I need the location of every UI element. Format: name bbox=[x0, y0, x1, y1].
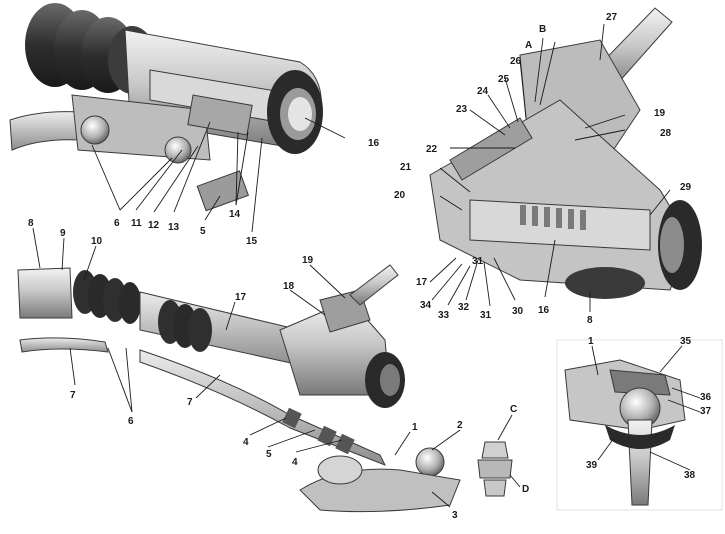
rack-teeth bbox=[520, 205, 586, 230]
label-2: 2 bbox=[457, 420, 463, 431]
label-27: 27 bbox=[606, 12, 618, 23]
label-10: 10 bbox=[91, 236, 103, 247]
boot-ring bbox=[565, 267, 645, 299]
label-25: 25 bbox=[498, 74, 510, 85]
label-23: 23 bbox=[456, 104, 468, 115]
label-5b: 5 bbox=[266, 449, 272, 460]
main-assembly-view bbox=[17, 264, 513, 513]
label-36: 36 bbox=[700, 392, 712, 403]
label-17b: 17 bbox=[416, 277, 428, 288]
bracket-bolts bbox=[80, 115, 192, 164]
label-6a: 6 bbox=[114, 218, 120, 229]
ball-pin-stem bbox=[627, 419, 653, 506]
label-35: 35 bbox=[680, 336, 692, 347]
left-tie-rod bbox=[19, 337, 109, 353]
top-right-cutaway-view bbox=[429, 7, 702, 299]
label-14: 14 bbox=[229, 209, 241, 220]
left-boot bbox=[73, 270, 141, 324]
label-30: 30 bbox=[512, 306, 524, 317]
label-37: 37 bbox=[700, 406, 712, 417]
label-1b: 1 bbox=[588, 336, 594, 347]
label-4b: 4 bbox=[292, 457, 298, 468]
top-left-cutaway-view bbox=[9, 3, 323, 212]
input-shaft-stub bbox=[349, 264, 399, 306]
label-7a: 7 bbox=[70, 390, 76, 401]
callout-labels: 6 11 12 13 5 14 15 16 27 B A 26 25 24 23… bbox=[28, 12, 712, 521]
label-31a: 31 bbox=[472, 256, 484, 267]
label-19b: 19 bbox=[654, 108, 666, 119]
label-c: C bbox=[510, 404, 517, 415]
sleeve bbox=[187, 94, 253, 136]
label-13: 13 bbox=[168, 222, 180, 233]
label-11: 11 bbox=[131, 218, 142, 229]
label-18: 18 bbox=[283, 281, 295, 292]
ball-joint-boot-detail bbox=[477, 441, 513, 497]
label-16a: 16 bbox=[368, 138, 380, 149]
label-34: 34 bbox=[420, 300, 432, 311]
label-b: B bbox=[539, 24, 546, 35]
gear-housing bbox=[429, 99, 691, 291]
joint-insert bbox=[609, 369, 671, 396]
label-39: 39 bbox=[586, 460, 598, 471]
label-8a: 8 bbox=[28, 218, 34, 229]
label-21: 21 bbox=[400, 162, 412, 173]
ball-joint-inset bbox=[556, 339, 723, 511]
label-7b: 7 bbox=[187, 397, 193, 408]
label-1a: 1 bbox=[412, 422, 418, 433]
tie-rod-end bbox=[415, 447, 445, 477]
label-d: D bbox=[522, 484, 529, 495]
middle-boot bbox=[158, 300, 212, 352]
label-28: 28 bbox=[660, 128, 672, 139]
tie-rod-pipe bbox=[9, 111, 81, 151]
label-20: 20 bbox=[394, 190, 406, 201]
label-33: 33 bbox=[438, 310, 450, 321]
label-a: A bbox=[525, 40, 532, 51]
joint-boot bbox=[605, 425, 675, 449]
label-4a: 4 bbox=[243, 437, 249, 448]
leader-lines bbox=[32, 23, 701, 508]
label-32: 32 bbox=[458, 302, 470, 313]
clamp-piece bbox=[196, 170, 250, 212]
label-8b: 8 bbox=[587, 315, 593, 326]
label-29: 29 bbox=[680, 182, 692, 193]
adjuster-collars bbox=[282, 407, 355, 455]
label-26: 26 bbox=[510, 56, 522, 67]
label-9: 9 bbox=[60, 228, 66, 239]
label-31b: 31 bbox=[480, 310, 492, 321]
label-6b: 6 bbox=[128, 416, 134, 427]
label-5a: 5 bbox=[200, 226, 206, 237]
label-3: 3 bbox=[452, 510, 458, 521]
label-22: 22 bbox=[426, 144, 438, 155]
label-19a: 19 bbox=[302, 255, 314, 266]
label-38: 38 bbox=[684, 470, 696, 481]
label-24: 24 bbox=[477, 86, 489, 97]
label-12: 12 bbox=[148, 220, 160, 231]
label-15: 15 bbox=[246, 236, 258, 247]
pinion bbox=[449, 117, 533, 181]
label-16b: 16 bbox=[538, 305, 550, 316]
label-17a: 17 bbox=[235, 292, 247, 303]
left-clamp bbox=[17, 267, 73, 319]
